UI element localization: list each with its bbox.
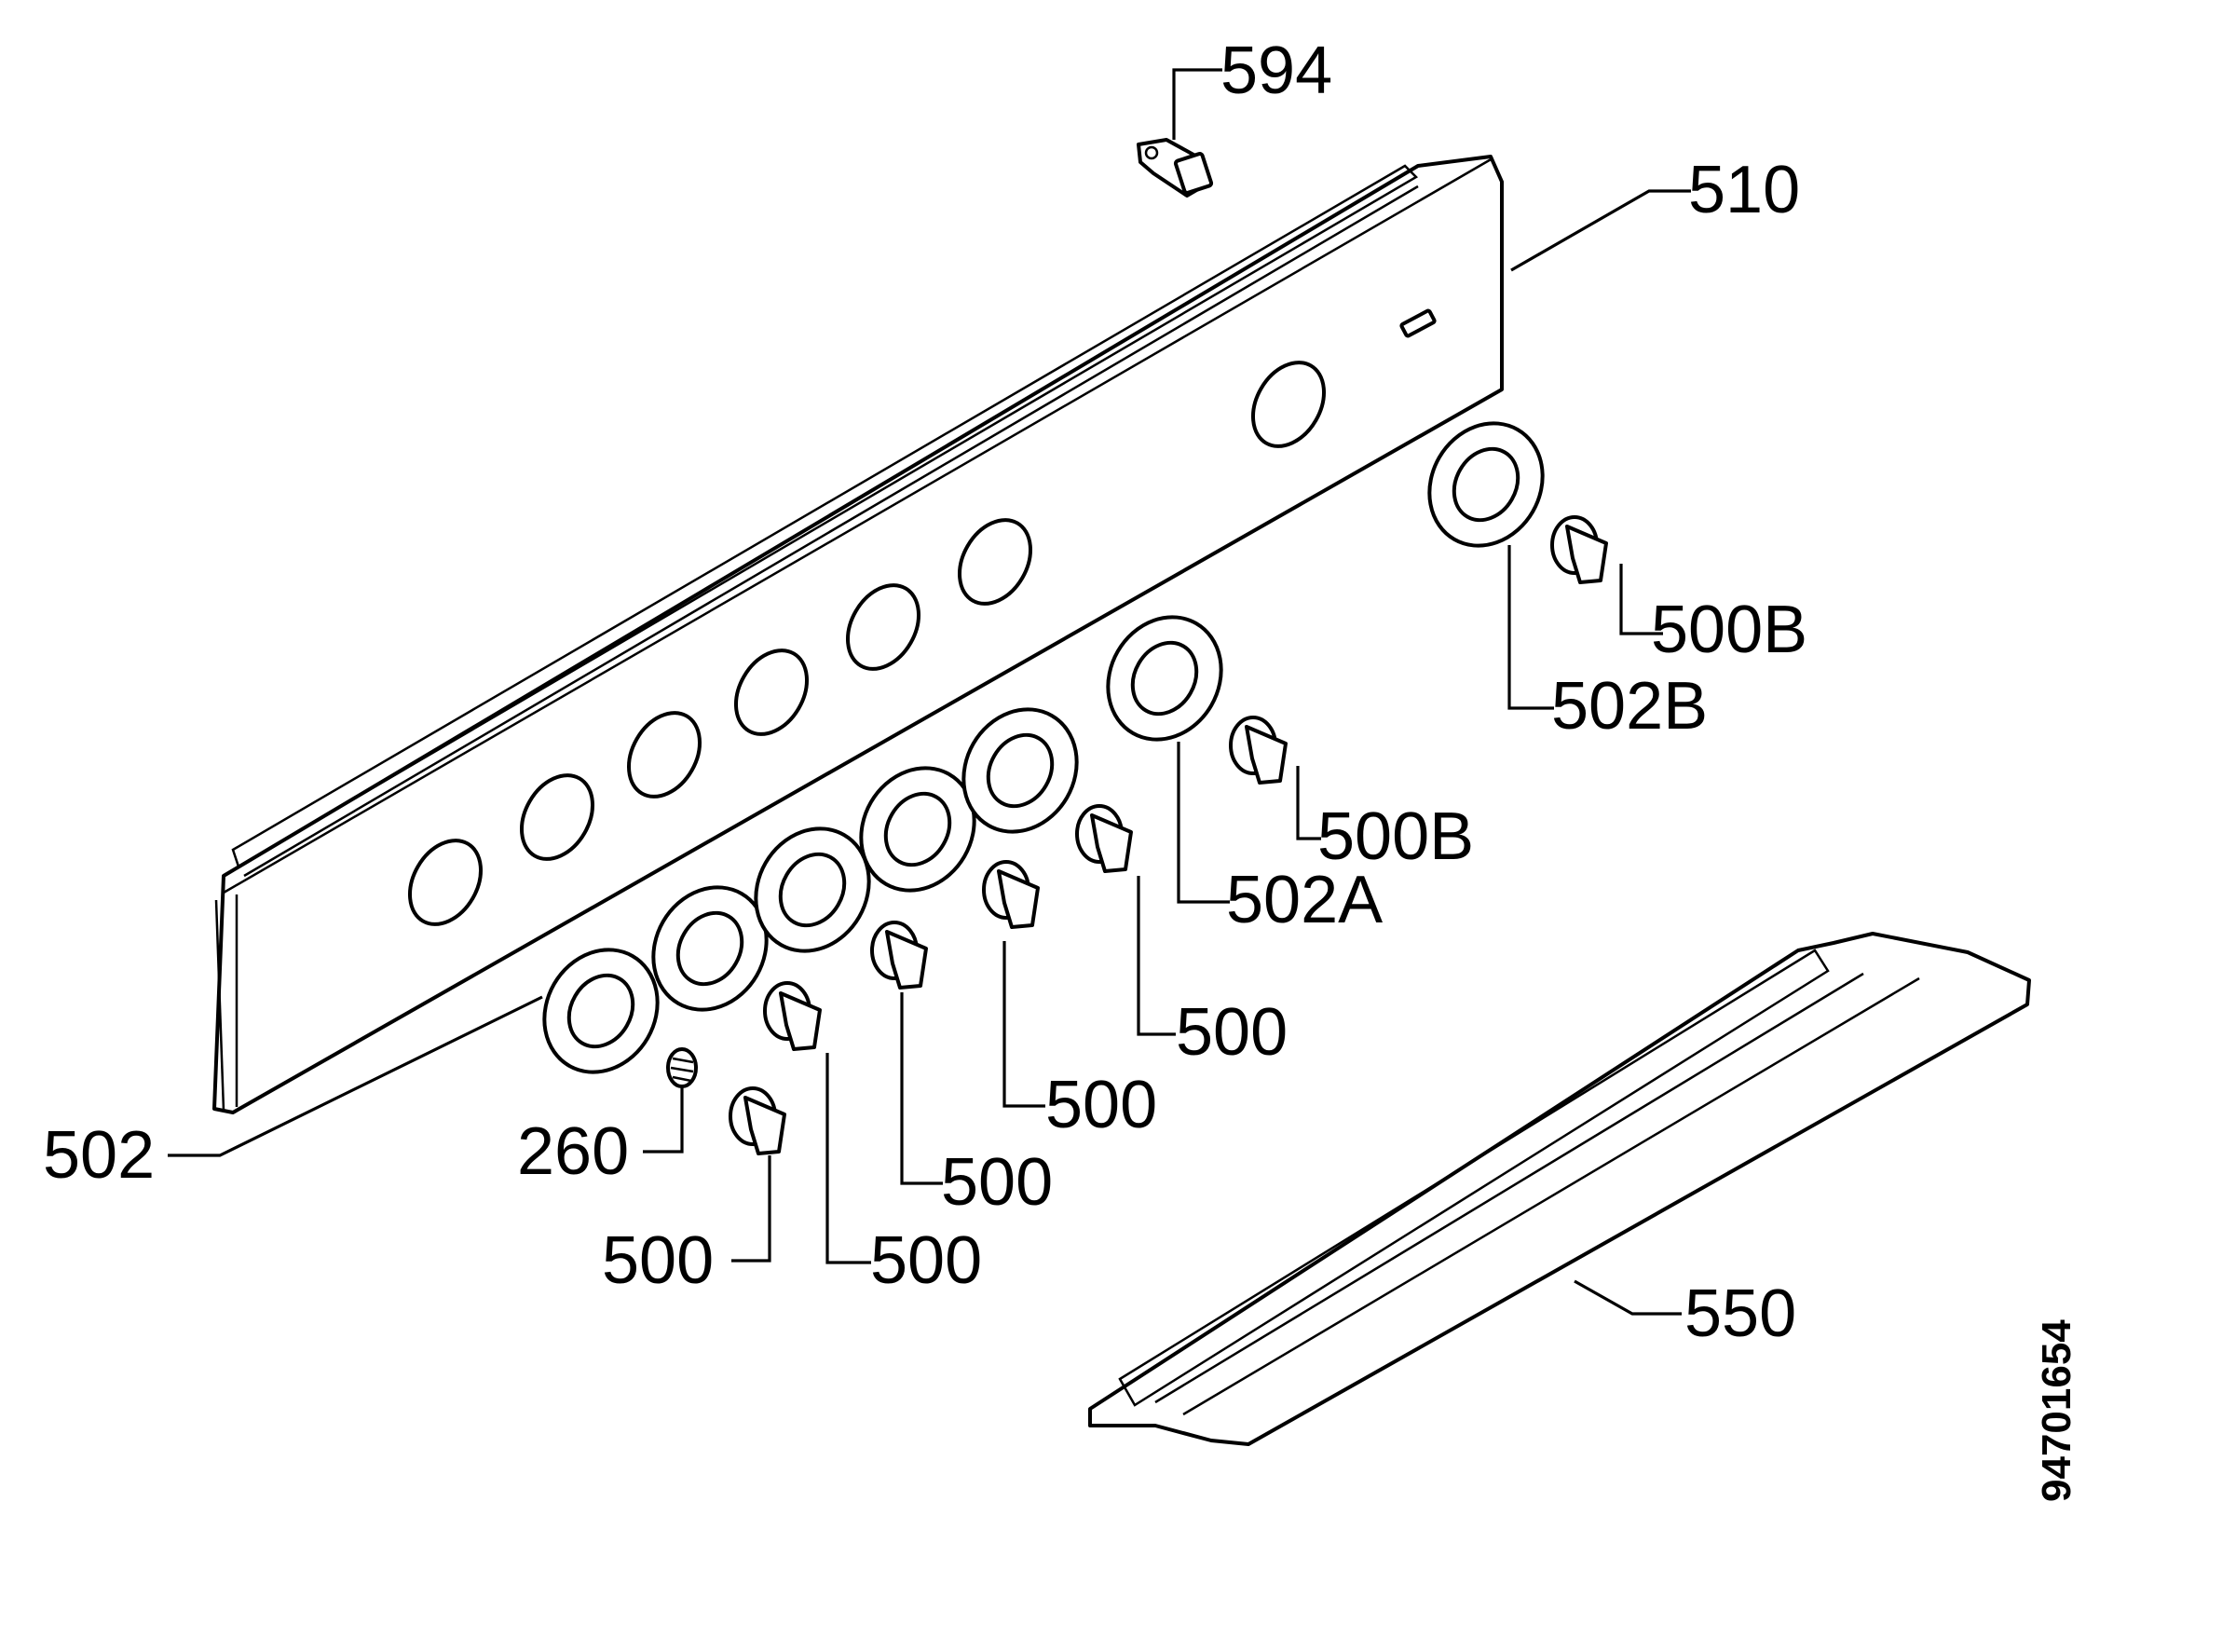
part-510-control-panel [212,155,1504,1114]
bezel-502-2 [651,885,769,1012]
knob-500-4 [982,860,1040,929]
label-550: 550 [1684,1277,1796,1351]
bezel-502-1 [542,948,660,1074]
label-500-a: 500 [1176,995,1288,1070]
label-500-e: 500 [602,1223,714,1298]
label-500-d: 500 [870,1223,982,1298]
leader-lines [168,68,1691,1316]
label-500-c: 500 [941,1145,1053,1220]
knob-bezels [542,421,1545,1074]
knob-500B-2 [1550,515,1608,584]
label-502A: 502A [1226,863,1383,937]
label-502B: 502B [1551,669,1708,744]
label-500-b: 500 [1045,1068,1157,1142]
knob-500-2 [763,981,822,1051]
label-260: 260 [517,1114,629,1189]
part-594-clip [1137,138,1214,198]
part-550-cover [1088,932,2031,1446]
label-594: 594 [1220,34,1332,108]
knob-500-3 [870,921,928,990]
knob-500B-1 [1229,716,1288,785]
knob-500-1 [729,1086,786,1155]
bezel-502-4 [859,766,976,893]
label-502: 502 [43,1118,155,1193]
label-500B-lower: 500B [1317,799,1474,874]
document-number: 94701654 [2034,1319,2079,1502]
bezel-502-5 [961,707,1079,834]
part-260-spring [666,1047,698,1088]
label-510: 510 [1688,153,1800,227]
bezel-502B [1427,421,1545,548]
bezel-502-3 [754,826,871,953]
knob-500-5 [1075,804,1133,873]
label-500B-upper: 500B [1651,593,1807,667]
control-knobs [729,515,1608,1155]
bezel-502A [1106,615,1223,742]
